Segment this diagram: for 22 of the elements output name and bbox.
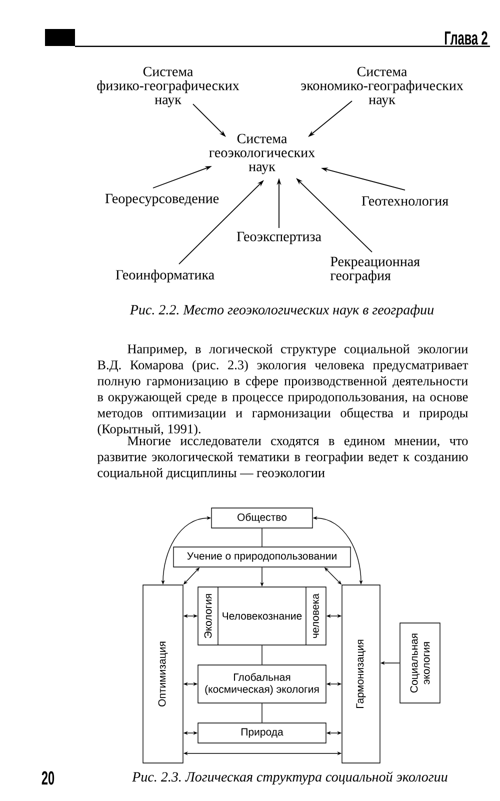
concept-box: Природа	[198, 722, 326, 744]
page-number: 20	[42, 771, 54, 785]
body-paragraph: Многие исследователи сходятся в едином мнении, что развитие экологической тематики в географии ведет к созданию социальной дисциплины — геоэкологии	[97, 436, 468, 480]
figure-caption: Рис. 2.2. Место геоэкологических наук в географии	[130, 304, 434, 318]
concept-box: Общество	[211, 508, 313, 528]
chapter-heading: Глава 2	[445, 31, 488, 45]
concept-label: Рекреационная география	[330, 256, 420, 284]
concept-label: Система физико-географических наук	[97, 66, 240, 108]
figure-caption: Рис. 2.3. Логическая структура социальной экологии	[132, 772, 448, 784]
concept-label: Геоэкспертиза	[236, 232, 322, 244]
concept-label: Геоинформатика	[116, 270, 214, 282]
concept-label: Георесурсоведение	[105, 194, 219, 206]
concept-label: Система экономико-географических наук	[301, 66, 464, 108]
concept-box: Учение о природопользовании	[173, 546, 351, 568]
concept-box: Глобальная (космическая) экология	[198, 664, 326, 704]
concept-box: Экология Человекознание человека	[198, 586, 326, 646]
concept-box: Социальная экология	[400, 622, 440, 704]
concept-box: Оптимизация	[142, 584, 184, 764]
concept-label: Система геоэкологических наук	[209, 134, 315, 174]
concept-box: Гармонизация	[342, 584, 380, 764]
concept-label: Геотехнология	[362, 196, 448, 206]
body-paragraph: Например, в логической структуре социальной экологии В.Д. Комарова (рис. 2.3) экология человека предусматривает полную гармонизацию в сфере производственной деятельности в окружающей среде в процессе природопользования, на основе методов оптимизации и гармонизации общества и природы (Корытный, 1991).	[97, 344, 468, 436]
